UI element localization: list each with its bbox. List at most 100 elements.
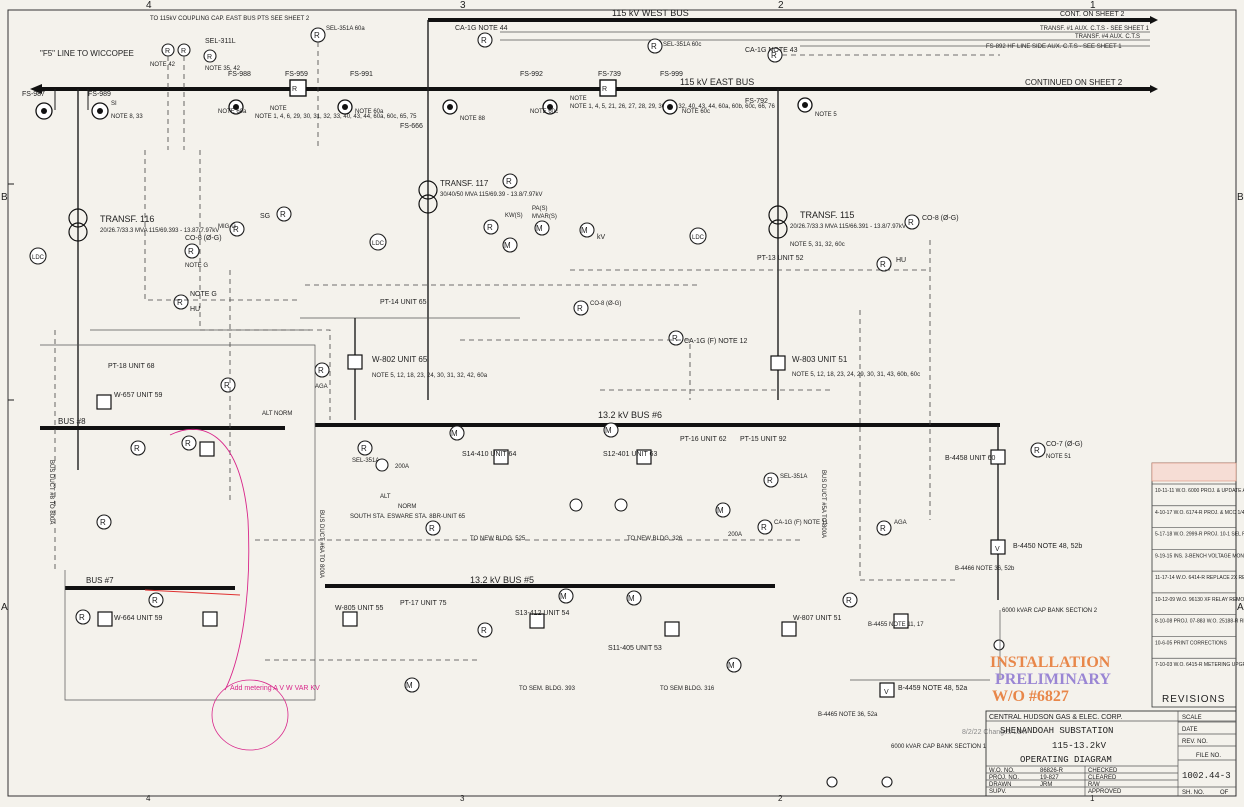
w802-note: NOTE 5, 12, 18, 23, 24, 30, 31, 32, 42, … xyxy=(372,373,488,379)
svg-text:R: R xyxy=(233,225,239,234)
revisions-header: REVISIONS xyxy=(1162,694,1225,705)
aga-left: AGA xyxy=(315,384,328,390)
svg-text:LDC: LDC xyxy=(372,241,385,247)
svg-text:M: M xyxy=(504,241,511,250)
breaker-w802 xyxy=(347,354,363,370)
kv-label: kV xyxy=(597,234,606,241)
red-markup-note: Add metering A V W VAR KV xyxy=(230,685,320,692)
revision-entry: 4-10-17 W.O. 6174-R PROJ. & MCC 1/4 MEMO… xyxy=(1155,510,1244,516)
b4458-label: B-4458 UNIT 60 xyxy=(945,455,996,462)
svg-text:M: M xyxy=(728,661,735,670)
si-992-note: NOTE 60c xyxy=(530,109,558,115)
si-left-note: NOTE 8, 33 xyxy=(111,114,143,120)
svg-text:M: M xyxy=(560,592,567,601)
title-block: CENTRAL HUDSON GAS & ELEC. CORP. SHENAND… xyxy=(985,710,1237,797)
co8-left-label: CO-8 (Ø-G) xyxy=(185,235,222,242)
tb-title: OPERATING DIAGRAM xyxy=(1020,755,1112,765)
coupling-cap-note: TO 115kV COUPLING CAP. EAST BUS PTS SEE … xyxy=(150,16,310,22)
tb-voltage: 115-13.2kV xyxy=(1052,741,1107,751)
a200-left: 200A xyxy=(395,464,409,470)
to-sem-bldg-316: TO SEM BLDG. 316 xyxy=(660,686,715,692)
tb-file-label: FILE NO. xyxy=(1196,753,1221,759)
breaker-959 xyxy=(289,79,307,97)
pt14-label: PT-14 UNIT 65 xyxy=(380,299,427,306)
w802-label: W-802 UNIT 65 xyxy=(372,355,428,364)
fs792-label: FS-792 xyxy=(745,98,768,105)
hu-mid: HU xyxy=(190,306,200,313)
sel311l-label: SEL-311L xyxy=(205,38,236,45)
svg-text:R: R xyxy=(846,596,852,605)
east-bus-continuation: CONTINUED ON SHEET 2 xyxy=(1025,78,1123,87)
cap-bank1-label: 6000 kVAR CAP BANK SECTION 1 xyxy=(891,744,987,750)
west-bus-label: 115 kV WEST BUS xyxy=(612,8,689,18)
grid-left-B: B xyxy=(1,192,8,203)
pt16-label: PT-16 UNIT 62 xyxy=(680,436,727,443)
svg-text:R: R xyxy=(602,86,607,93)
revision-entry: 5-17-18 W.O. 2999-R PROJ. 10-1 SEL F5 LI… xyxy=(1155,532,1244,538)
pt18-label: PT-18 UNIT 68 xyxy=(108,363,155,370)
sel351a-mid-label: SEL-351A 60c xyxy=(663,42,701,48)
svg-text:LDC: LDC xyxy=(32,255,45,261)
fs999-label: FS-999 xyxy=(660,71,683,78)
svg-text:R: R xyxy=(361,444,367,453)
svg-text:R: R xyxy=(165,48,170,55)
aga-right: AGA xyxy=(894,520,907,526)
revision-entry: 10-12-09 W.O. 96130 XF RELAY REMOVED PLI… xyxy=(1155,597,1244,603)
stamp-installation: INSTALLATION xyxy=(990,654,1111,671)
south-sta-label: SOUTH STA. ESWARE STA. 8BR-UNIT 65 xyxy=(350,514,466,520)
norm-mid: NORM xyxy=(398,504,416,510)
fs989-label: FS-989 xyxy=(88,91,111,98)
w805-label: W-805 UNIT 55 xyxy=(335,605,383,612)
tb-company: CENTRAL HUDSON GAS & ELEC. CORP. xyxy=(989,714,1122,721)
breaker-739 xyxy=(599,79,617,97)
f5-line-label: "F5" LINE TO WICCOPEE xyxy=(40,49,134,58)
si-792-note: NOTE 5 xyxy=(815,112,837,118)
pt17-label: PT-17 UNIT 75 xyxy=(400,600,447,607)
tb-cleared-label: CLEARED xyxy=(1088,775,1117,781)
svg-text:M: M xyxy=(628,594,635,603)
svg-text:V: V xyxy=(995,546,1000,553)
ldc-center xyxy=(369,233,387,251)
svg-text:V: V xyxy=(884,689,889,696)
transf-115-detail: 20/26.7/33.3 MVA 115/66.391 - 13.8/7.97k… xyxy=(790,224,906,230)
tb-sheet-label: SH. NO. xyxy=(1182,790,1205,796)
svg-text:R: R xyxy=(429,524,435,533)
mvars-label: MVAR(S) xyxy=(532,214,557,220)
svg-text:R: R xyxy=(880,260,886,269)
hu-right-label: HU xyxy=(896,257,906,264)
si-988-note: NOTE 60a xyxy=(218,109,247,115)
east-bus-label: 115 kV EAST BUS xyxy=(680,77,754,87)
revision-entry: 9-19-15 INS. 3-BENCH VOLTAGE MONITOR INS… xyxy=(1155,553,1244,559)
tb-station: SHENANDOAH SUBSTATION xyxy=(1000,726,1113,736)
transf-116-detail: 20/26.7/33.3 MVA 115/69.393 - 13.87/7.97… xyxy=(100,228,219,234)
svg-text:R: R xyxy=(177,298,183,307)
revision-entry: 10-11-11 W.O. 6000 PROJ. & UPDATE AS-BUI… xyxy=(1155,488,1244,494)
ca1g-top-relay xyxy=(477,32,493,48)
alt-mid: ALT xyxy=(380,494,391,500)
ldc-left xyxy=(29,247,47,265)
mig-label: MIG-G xyxy=(218,224,236,230)
aux-ct1-label: TRANSF. #1 AUX. C.T.S - SEE SHEET 1 xyxy=(1040,26,1150,32)
tb-rev-label: REV. NO. xyxy=(1182,739,1208,745)
w657-label: W-657 UNIT 59 xyxy=(114,392,162,399)
svg-text:R: R xyxy=(672,334,678,343)
transf-117-label: TRANSF. 117 xyxy=(440,179,489,188)
b4450-label: B-4450 NOTE 48, 52b xyxy=(1013,543,1082,550)
b4466-label: B-4466 NOTE 36, 52b xyxy=(955,566,1015,572)
grid-top-2: 2 xyxy=(778,0,784,11)
svg-text:R: R xyxy=(1034,446,1040,455)
svg-text:R: R xyxy=(481,626,487,635)
pt13-label: PT-13 UNIT 52 xyxy=(757,255,804,262)
fs739-label: FS-739 xyxy=(598,71,621,78)
svg-text:M: M xyxy=(536,224,543,233)
bus5-label: 13.2 kV BUS #5 xyxy=(470,575,534,585)
alt-left: ALT xyxy=(262,411,273,417)
svg-text:R: R xyxy=(134,444,140,453)
svg-text:R: R xyxy=(481,36,487,45)
fs991-label: FS-991 xyxy=(350,71,373,78)
svg-text:R: R xyxy=(880,524,886,533)
svg-text:LDC: LDC xyxy=(692,235,705,241)
note35-label: NOTE 35, 42 xyxy=(205,66,241,72)
svg-text:NOTE: NOTE xyxy=(570,96,587,102)
